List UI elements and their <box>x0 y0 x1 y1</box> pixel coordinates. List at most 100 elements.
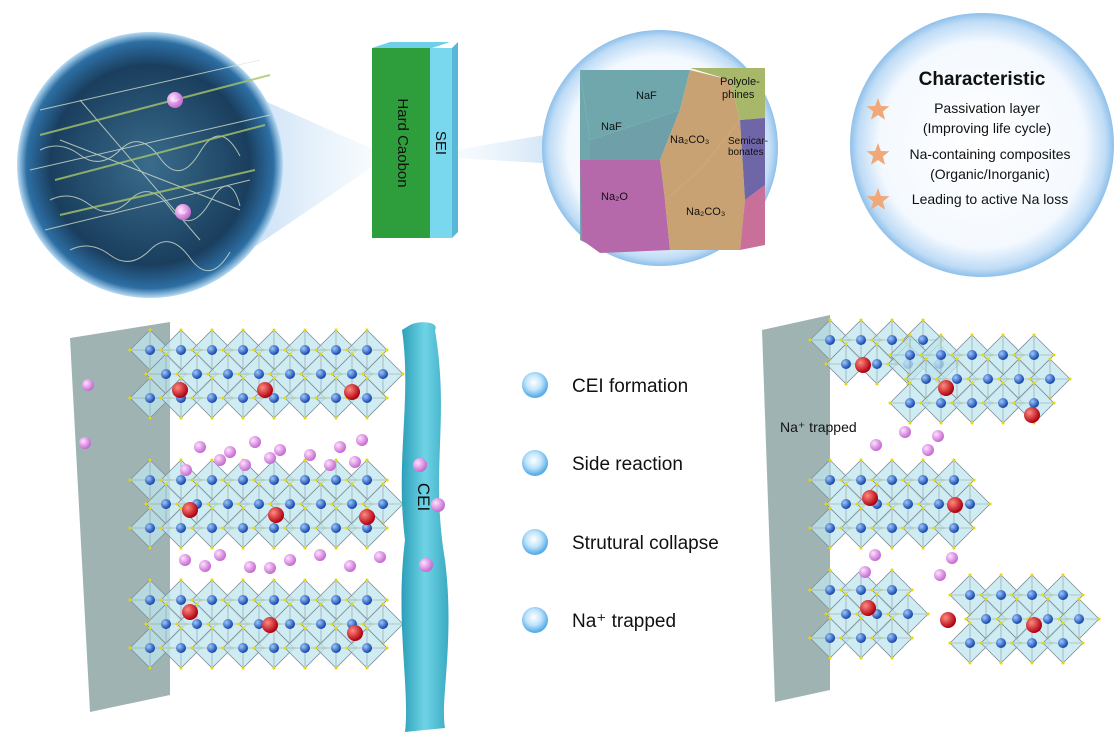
transition-metal-atom <box>192 369 202 379</box>
transition-metal-atom <box>316 499 326 509</box>
transition-metal-atom <box>176 643 186 653</box>
transition-metal-atom <box>362 393 372 403</box>
transition-metal-atom <box>300 345 310 355</box>
transition-metal-atom <box>841 359 851 369</box>
transition-metal-atom <box>145 643 155 653</box>
sodium-ion <box>859 566 871 578</box>
polyolephines-label: phines <box>722 89 755 101</box>
transition-metal-atom <box>347 369 357 379</box>
transition-metal-atom <box>856 335 866 345</box>
transition-metal-atom <box>1058 638 1068 648</box>
transition-metal-atom <box>965 499 975 509</box>
oxygen-vacancy-atom <box>1024 407 1040 423</box>
sodium-ion <box>314 549 326 561</box>
sodium-ion <box>324 459 336 471</box>
transition-metal-atom <box>316 619 326 629</box>
transition-metal-atom <box>905 350 915 360</box>
sodium-ion <box>374 551 386 563</box>
sodium-ion <box>194 441 206 453</box>
transition-metal-atom <box>238 523 248 533</box>
transition-metal-atom <box>856 475 866 485</box>
transition-metal-atom <box>176 595 186 605</box>
transition-metal-atom <box>887 335 897 345</box>
transition-metal-atom <box>996 590 1006 600</box>
transition-metal-atom <box>981 614 991 624</box>
sodium-ion <box>224 446 236 458</box>
transition-metal-atom <box>254 499 264 509</box>
transition-metal-atom <box>887 523 897 533</box>
transition-metal-atom <box>887 633 897 643</box>
oxygen-vacancy-atom <box>940 612 956 628</box>
sodium-ion <box>946 552 958 564</box>
transition-metal-atom <box>192 619 202 629</box>
transition-metal-atom <box>825 523 835 533</box>
transition-metal-atom <box>145 393 155 403</box>
transition-metal-atom <box>331 475 341 485</box>
transition-metal-atom <box>347 499 357 509</box>
transition-metal-atom <box>223 499 233 509</box>
transition-metal-atom <box>254 369 264 379</box>
transition-metal-atom <box>967 350 977 360</box>
transition-metal-atom <box>254 619 264 629</box>
legend-marker-icon <box>522 607 548 633</box>
oxygen-vacancy-atom <box>172 382 188 398</box>
sei-layer <box>430 48 452 238</box>
transition-metal-atom <box>825 633 835 643</box>
sodium-ion <box>349 456 361 468</box>
oxygen-vacancy-atom <box>947 497 963 513</box>
transition-metal-atom <box>207 345 217 355</box>
transition-metal-atom <box>887 475 897 485</box>
star-icon <box>866 143 890 165</box>
transition-metal-atom <box>331 393 341 403</box>
oxygen-vacancy-atom <box>359 509 375 525</box>
transition-metal-atom <box>856 585 866 595</box>
legend-label: Na⁺ trapped <box>572 611 676 632</box>
sei-composition-sphere: NaF NaF Na₂CO₃ Na₂O Na₂CO₃ Polyole- phin… <box>542 30 778 266</box>
sodium-ion <box>167 92 183 108</box>
sodium-ion <box>214 454 226 466</box>
transition-metal-atom <box>300 643 310 653</box>
oxygen-vacancy-atom <box>257 382 273 398</box>
semicarbonates-label: bonates <box>728 147 764 158</box>
legend-label: CEI formation <box>572 376 688 397</box>
transition-metal-atom <box>1027 638 1037 648</box>
sodium-ion <box>870 439 882 451</box>
sodium-ion <box>284 554 296 566</box>
transition-metal-atom <box>207 595 217 605</box>
transition-metal-atom <box>998 350 1008 360</box>
sei-label: SEI <box>432 131 449 155</box>
naf-label: NaF <box>601 121 622 133</box>
sodium-ion <box>82 379 94 391</box>
characteristic-item: Na-containing composites <box>909 146 1070 162</box>
transition-metal-atom <box>269 345 279 355</box>
characteristic-sphere: Characteristic Passivation layer (Improv… <box>850 13 1114 277</box>
transition-metal-atom <box>176 475 186 485</box>
oxygen-vacancy-atom <box>268 507 284 523</box>
transition-metal-atom <box>905 398 915 408</box>
sodium-ion <box>922 444 934 456</box>
legend-label: Side reaction <box>572 454 683 475</box>
legend-marker-icon <box>522 372 548 398</box>
transition-metal-atom <box>872 359 882 369</box>
transition-metal-atom <box>269 475 279 485</box>
hard-carbon-sphere: Na⁺ Na⁺ <box>17 32 375 298</box>
transition-metal-atom <box>965 590 975 600</box>
transition-metal-atom <box>176 523 186 533</box>
sodium-ion <box>304 449 316 461</box>
transition-metal-atom <box>269 595 279 605</box>
transition-metal-atom <box>1045 374 1055 384</box>
transition-metal-atom <box>207 475 217 485</box>
transition-metal-atom <box>996 638 1006 648</box>
oxygen-vacancy-atom <box>862 490 878 506</box>
sodium-ion <box>249 436 261 448</box>
transition-metal-atom <box>331 643 341 653</box>
sodium-ion <box>869 549 881 561</box>
transition-metal-atom <box>1027 590 1037 600</box>
transition-metal-atom <box>1029 398 1039 408</box>
na-ion-label: Na⁺ <box>170 98 179 104</box>
cathode-cei-panel: CEI <box>70 322 449 732</box>
transition-metal-atom <box>998 398 1008 408</box>
hard-carbon-layer <box>372 48 432 238</box>
na2co3-label: Na₂CO₃ <box>670 134 709 146</box>
characteristic-item: Leading to active Na loss <box>912 191 1068 207</box>
